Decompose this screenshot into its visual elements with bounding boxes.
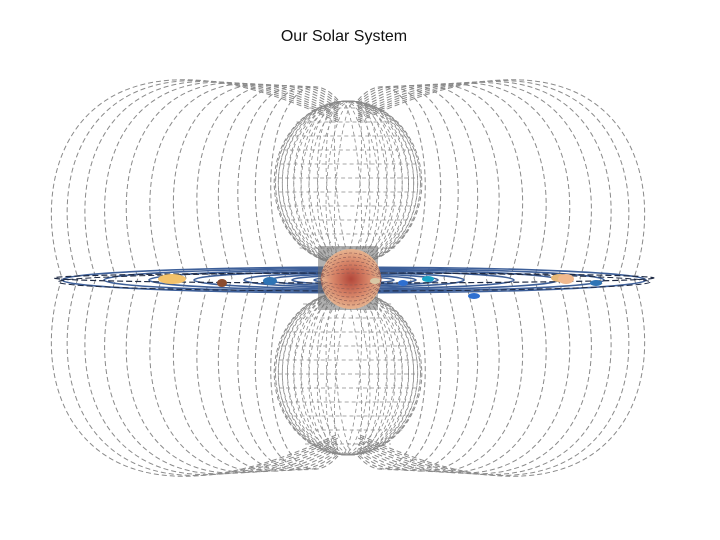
magnetic-field-lines: [50, 79, 646, 477]
upper-lobe-line: [300, 100, 396, 266]
upper-lobe-line: [293, 100, 403, 266]
lower-lobe-line: [293, 290, 403, 456]
lower-lobe-line: [277, 290, 419, 456]
field-loop-left: [104, 81, 339, 475]
field-loop-right: [357, 85, 459, 471]
planet-mars: [217, 279, 227, 287]
planet-neptune: [468, 293, 480, 299]
lower-lobe-line: [308, 290, 388, 456]
upper-lobe-line: [287, 100, 409, 266]
planet-uranus: [422, 276, 434, 282]
field-loop-left: [172, 83, 339, 473]
lower-lobe-line: [308, 290, 388, 456]
planet-jupiter: [158, 274, 186, 284]
lower-lobe-line: [334, 290, 362, 456]
lower-lobe-line: [281, 290, 415, 456]
lower-lobe-line: [287, 290, 409, 456]
upper-lobe-line: [287, 100, 409, 266]
lower-lobe-line: [300, 290, 396, 456]
lower-lobe-line: [287, 290, 409, 456]
field-loop-right: [357, 83, 547, 473]
lower-lobe-line: [277, 290, 419, 456]
sun: [318, 246, 382, 310]
planet-mercury: [370, 278, 380, 284]
diagram-title: Our Solar System: [280, 28, 408, 45]
orbit-outer-dashed: [57, 272, 651, 292]
lower-lobe-line: [325, 290, 371, 456]
field-loop-right: [357, 81, 612, 475]
field-loop-right: [357, 81, 592, 475]
field-loop-left: [237, 85, 339, 471]
upper-lobe-line: [325, 100, 371, 266]
lower-lobe-line: [293, 290, 403, 456]
upper-lobe-line: [277, 100, 419, 266]
planet-marker: [398, 280, 408, 286]
upper-lobe-line: [308, 100, 388, 266]
upper-lobe-line: [293, 100, 403, 266]
field-loop-left: [66, 80, 339, 476]
planet-marker: [590, 280, 602, 286]
field-loop-right: [357, 82, 571, 474]
sun-sphere: [321, 249, 381, 309]
field-loop-right: [357, 80, 630, 476]
upper-lobe-line: [277, 100, 419, 266]
sun-grid-line: [320, 252, 382, 306]
lower-lobe-line: [300, 290, 396, 456]
planet-earth: [263, 277, 277, 285]
upper-lobe-line: [300, 100, 396, 266]
upper-lobe-line: [325, 100, 371, 266]
upper-lobe-line: [281, 100, 415, 266]
field-loop-left: [84, 81, 339, 475]
upper-lobe-line: [334, 100, 362, 266]
planets: [158, 274, 602, 299]
upper-lobe-line: [281, 100, 415, 266]
field-loop-left: [125, 82, 339, 474]
planet-saturn: [558, 274, 574, 284]
lower-lobe-line: [281, 290, 415, 456]
